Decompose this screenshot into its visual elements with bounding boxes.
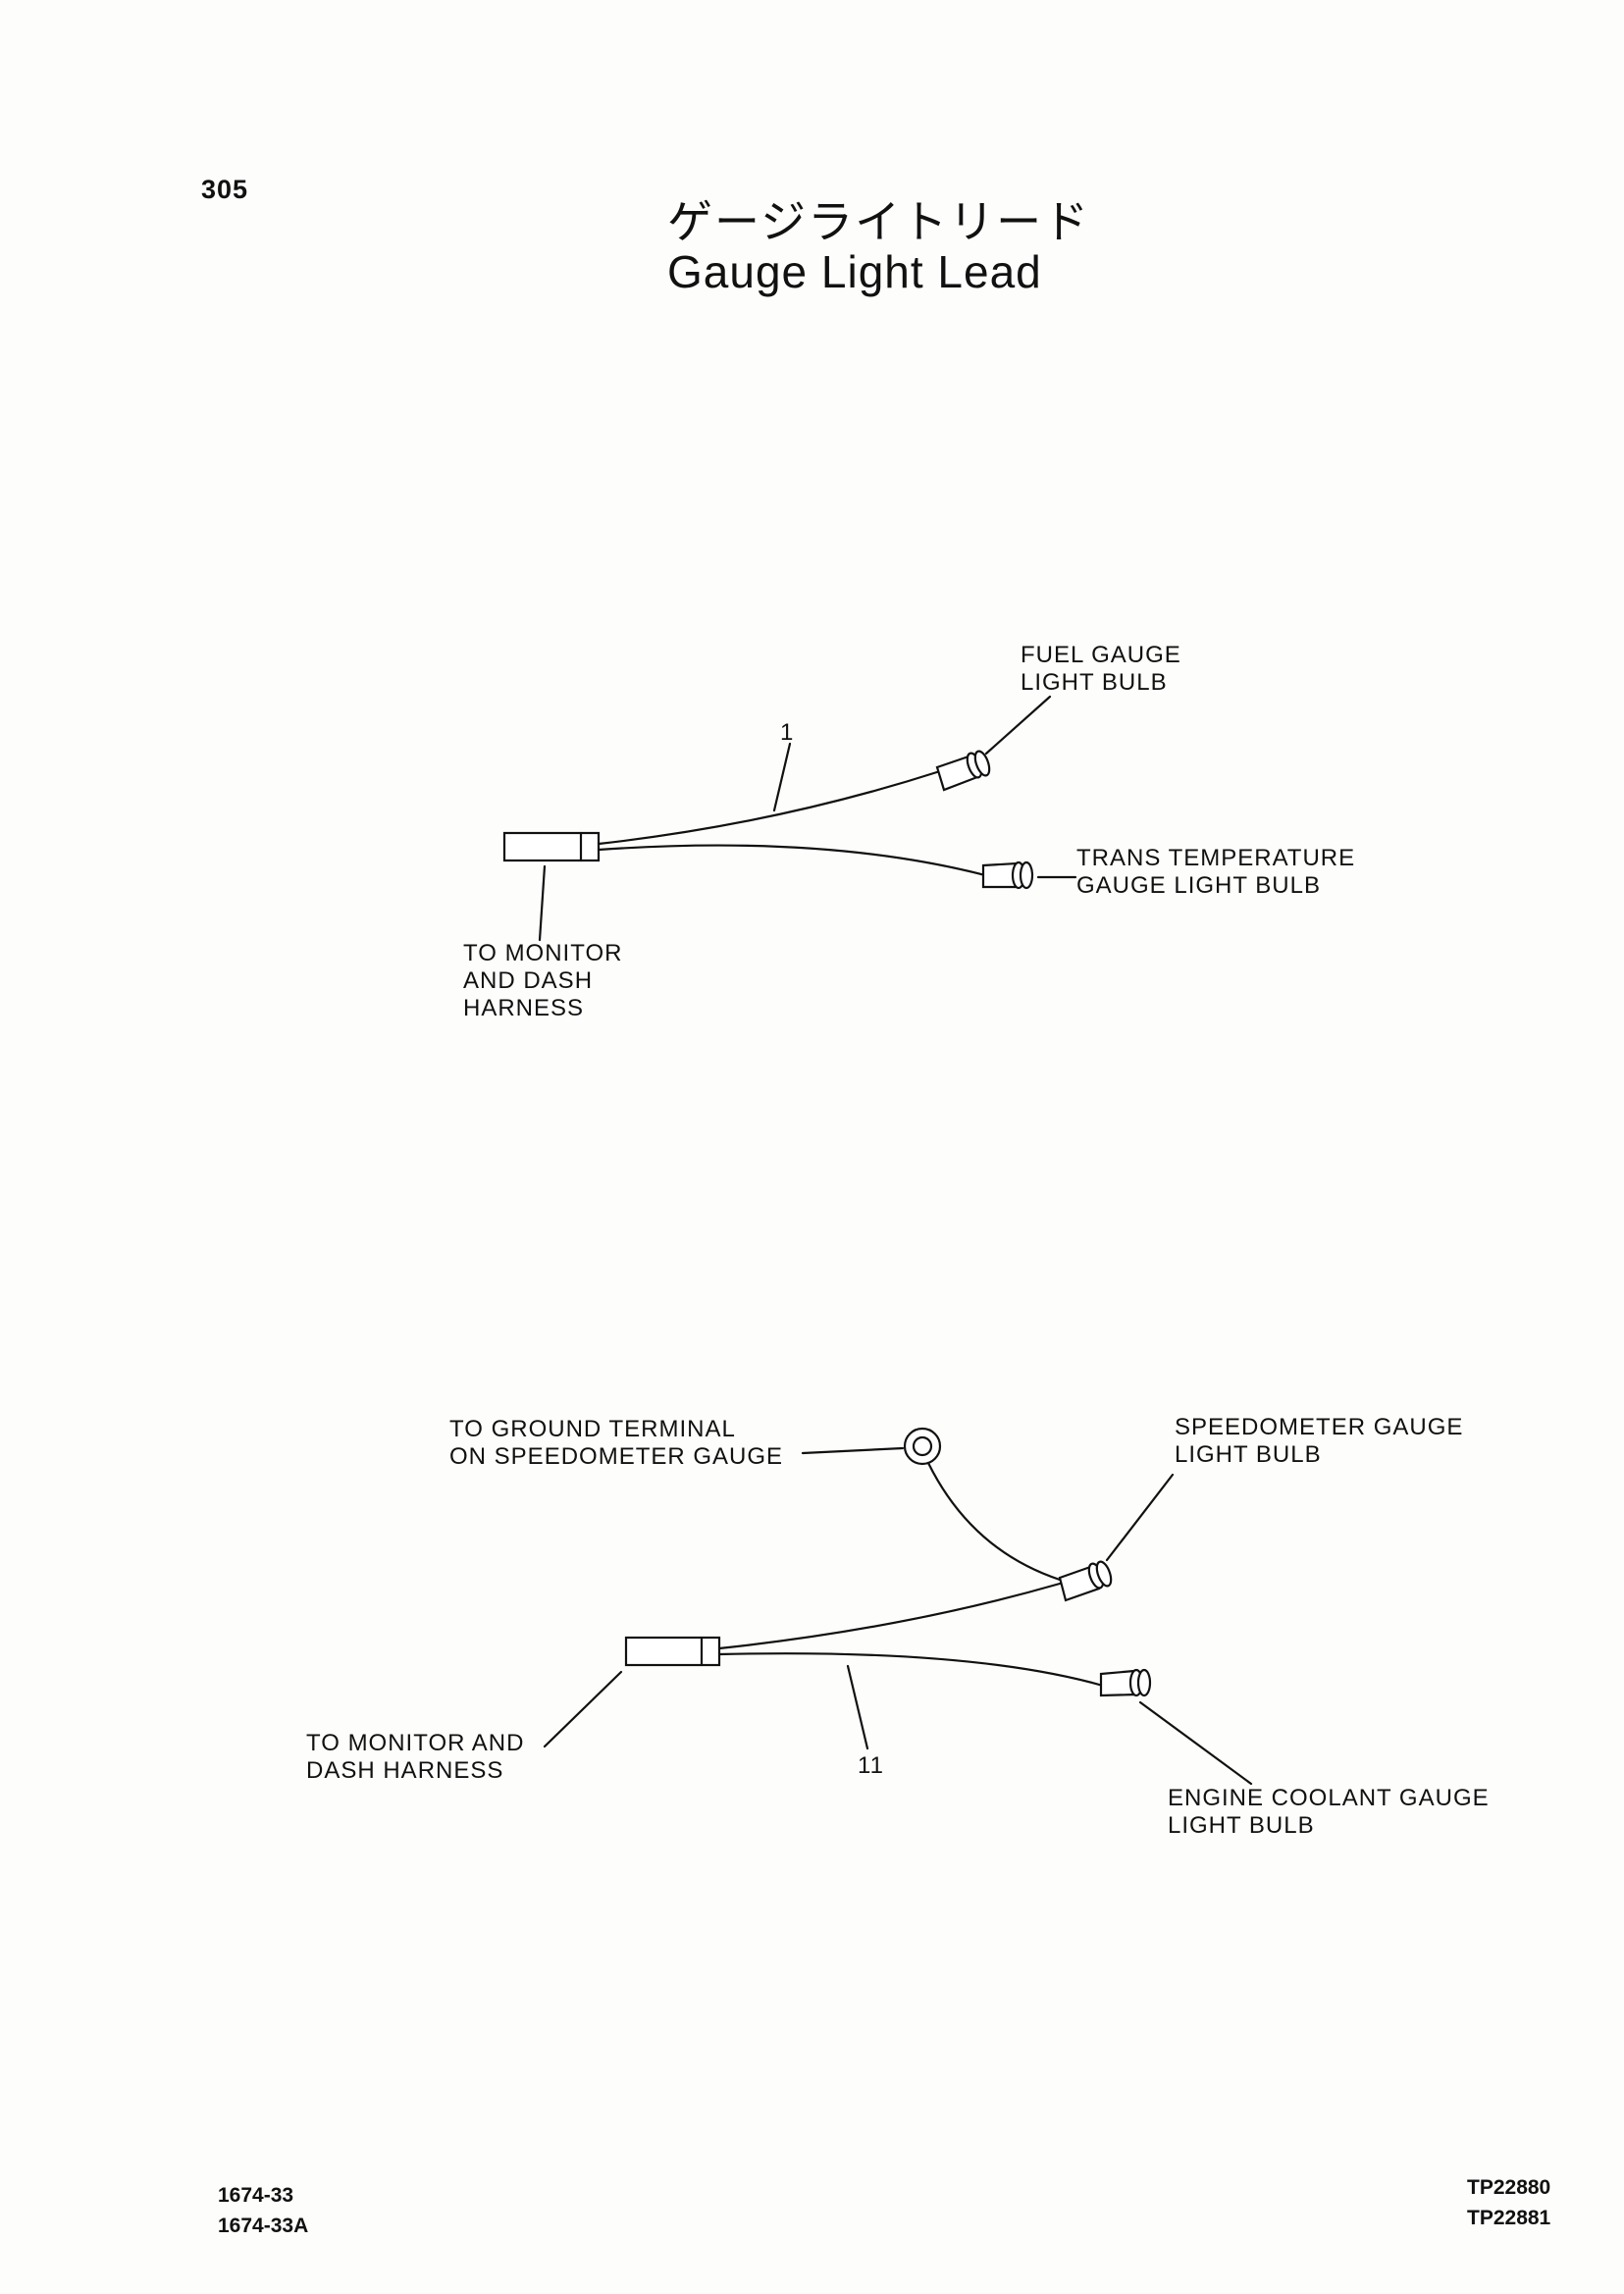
wire-2-upper: [717, 1582, 1062, 1650]
fuel-gauge-bulb-label: FUEL GAUGE LIGHT BULB: [1021, 642, 1181, 696]
speedometer-bulb: [1058, 1560, 1113, 1602]
leader-callout-1: [772, 742, 792, 812]
page-title-english: Gauge Light Lead: [667, 246, 1042, 297]
trans-temp-bulb-label: TRANS TEMPERATURE GAUGE LIGHT BULB: [1076, 845, 1356, 899]
wire-1-upper: [597, 769, 942, 846]
wire-1-lower: [597, 844, 987, 877]
leader-harness-1: [538, 864, 547, 942]
fuel-gauge-bulb: [935, 750, 991, 792]
harness-connector-1: [502, 831, 601, 862]
harness-label-2: TO MONITOR AND DASH HARNESS: [306, 1730, 525, 1784]
footer-reference-right: TP22880 TP22881: [1467, 2176, 1551, 2229]
leader-harness-2: [543, 1670, 623, 1748]
callout-number-11: 11: [858, 1752, 884, 1779]
leader-fuel-bulb: [984, 695, 1052, 756]
speedometer-bulb-label: SPEEDOMETER GAUGE LIGHT BULB: [1175, 1414, 1464, 1468]
leader-coolant-bulb: [1138, 1700, 1253, 1786]
footer-reference-left: 1674-33 1674-33A: [218, 2184, 309, 2237]
leader-speedometer-bulb: [1105, 1473, 1175, 1562]
leader-callout-11: [846, 1664, 869, 1750]
engine-coolant-bulb-label: ENGINE COOLANT GAUGE LIGHT BULB: [1168, 1785, 1490, 1839]
page-title-japanese: ゲージライトリード: [667, 195, 1091, 248]
engine-coolant-bulb: [1099, 1668, 1152, 1697]
ground-terminal-ring: [903, 1427, 942, 1466]
page-number: 305: [201, 175, 249, 204]
harness-label-1: TO MONITOR AND DASH HARNESS: [463, 940, 623, 1021]
wire-ground: [926, 1461, 1062, 1582]
leader-ground-terminal: [801, 1446, 905, 1455]
ground-terminal-label: TO GROUND TERMINAL ON SPEEDOMETER GAUGE: [449, 1416, 784, 1470]
callout-number-1: 1: [780, 719, 795, 746]
harness-connector-2: [624, 1636, 721, 1667]
trans-temp-bulb: [981, 860, 1034, 890]
wire-2-lower: [717, 1652, 1105, 1688]
